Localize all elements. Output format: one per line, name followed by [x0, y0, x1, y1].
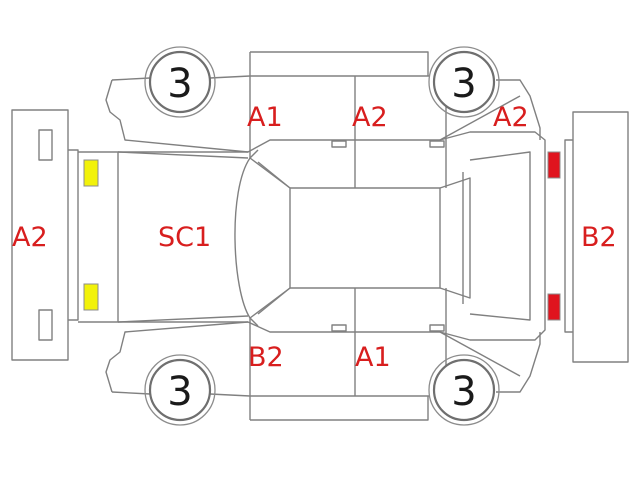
- code-left-rear-quarter: A2: [493, 102, 529, 133]
- rear-left-lamp: [547, 151, 561, 179]
- code-right-rear-door: A1: [355, 342, 391, 373]
- wheel-front-left: 3: [144, 46, 216, 118]
- wheel-rear-right-grade: 3: [451, 369, 476, 415]
- wheel-front-left-grade: 3: [167, 61, 192, 107]
- car-body-outline: [78, 131, 546, 341]
- wheel-front-right: 3: [144, 354, 216, 426]
- front-right-lamp: [83, 283, 99, 311]
- code-left-rear-door: A2: [352, 102, 388, 133]
- wheel-front-right-grade: 3: [167, 369, 192, 415]
- rear-bumper: [564, 111, 629, 363]
- code-rear-bumper: B2: [581, 222, 617, 253]
- front-bumper: [11, 109, 79, 361]
- left-side-view: [105, 51, 541, 188]
- code-right-front-door: B2: [248, 342, 284, 373]
- front-left-lamp: [83, 159, 99, 187]
- wheel-rear-left: 3: [428, 46, 500, 118]
- rear-right-lamp: [547, 293, 561, 321]
- right-side-view: [105, 288, 541, 421]
- code-hood: SC1: [158, 222, 211, 253]
- code-front-bumper: A2: [12, 222, 48, 253]
- wheel-rear-right: 3: [428, 354, 500, 426]
- wheel-rear-left-grade: 3: [451, 61, 476, 107]
- code-left-front-door: A1: [247, 102, 283, 133]
